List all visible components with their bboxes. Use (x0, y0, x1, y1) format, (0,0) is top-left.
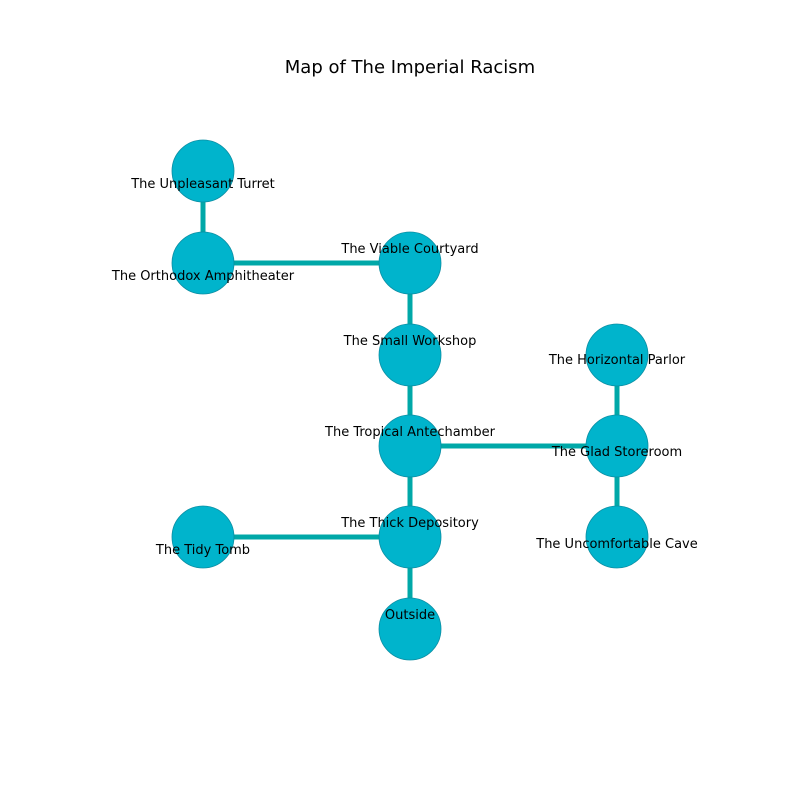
nodes-layer (171, 139, 649, 661)
room-node-tidy-tomb (171, 505, 235, 569)
room-label-outside: Outside (385, 608, 435, 623)
room-node-small-workshop (378, 323, 442, 387)
room-node-tropical-antechamber (378, 414, 442, 478)
room-node-unpleasant-turret (171, 139, 235, 203)
room-node-thick-depository (378, 505, 442, 569)
room-label-glad-storeroom: The Glad Storeroom (551, 445, 682, 460)
room-label-small-workshop: The Small Workshop (343, 334, 477, 349)
room-node-viable-courtyard (378, 231, 442, 295)
room-label-unpleasant-turret: The Unpleasant Turret (130, 177, 275, 192)
room-node-outside (378, 597, 442, 661)
room-node-orthodox-amphitheater (171, 231, 235, 295)
room-label-horizontal-parlor: The Horizontal Parlor (548, 353, 686, 368)
room-node-uncomfortable-cave (585, 505, 649, 569)
room-label-tidy-tomb: The Tidy Tomb (155, 543, 250, 558)
room-label-thick-depository: The Thick Depository (340, 516, 479, 531)
room-label-uncomfortable-cave: The Uncomfortable Cave (535, 537, 698, 552)
room-label-tropical-antechamber: The Tropical Antechamber (324, 425, 496, 440)
map-title: Map of The Imperial Racism (285, 57, 535, 78)
room-label-orthodox-amphitheater: The Orthodox Amphitheater (111, 269, 295, 284)
room-node-glad-storeroom (585, 414, 649, 478)
room-label-viable-courtyard: The Viable Courtyard (340, 242, 478, 257)
room-node-horizontal-parlor (585, 323, 649, 387)
